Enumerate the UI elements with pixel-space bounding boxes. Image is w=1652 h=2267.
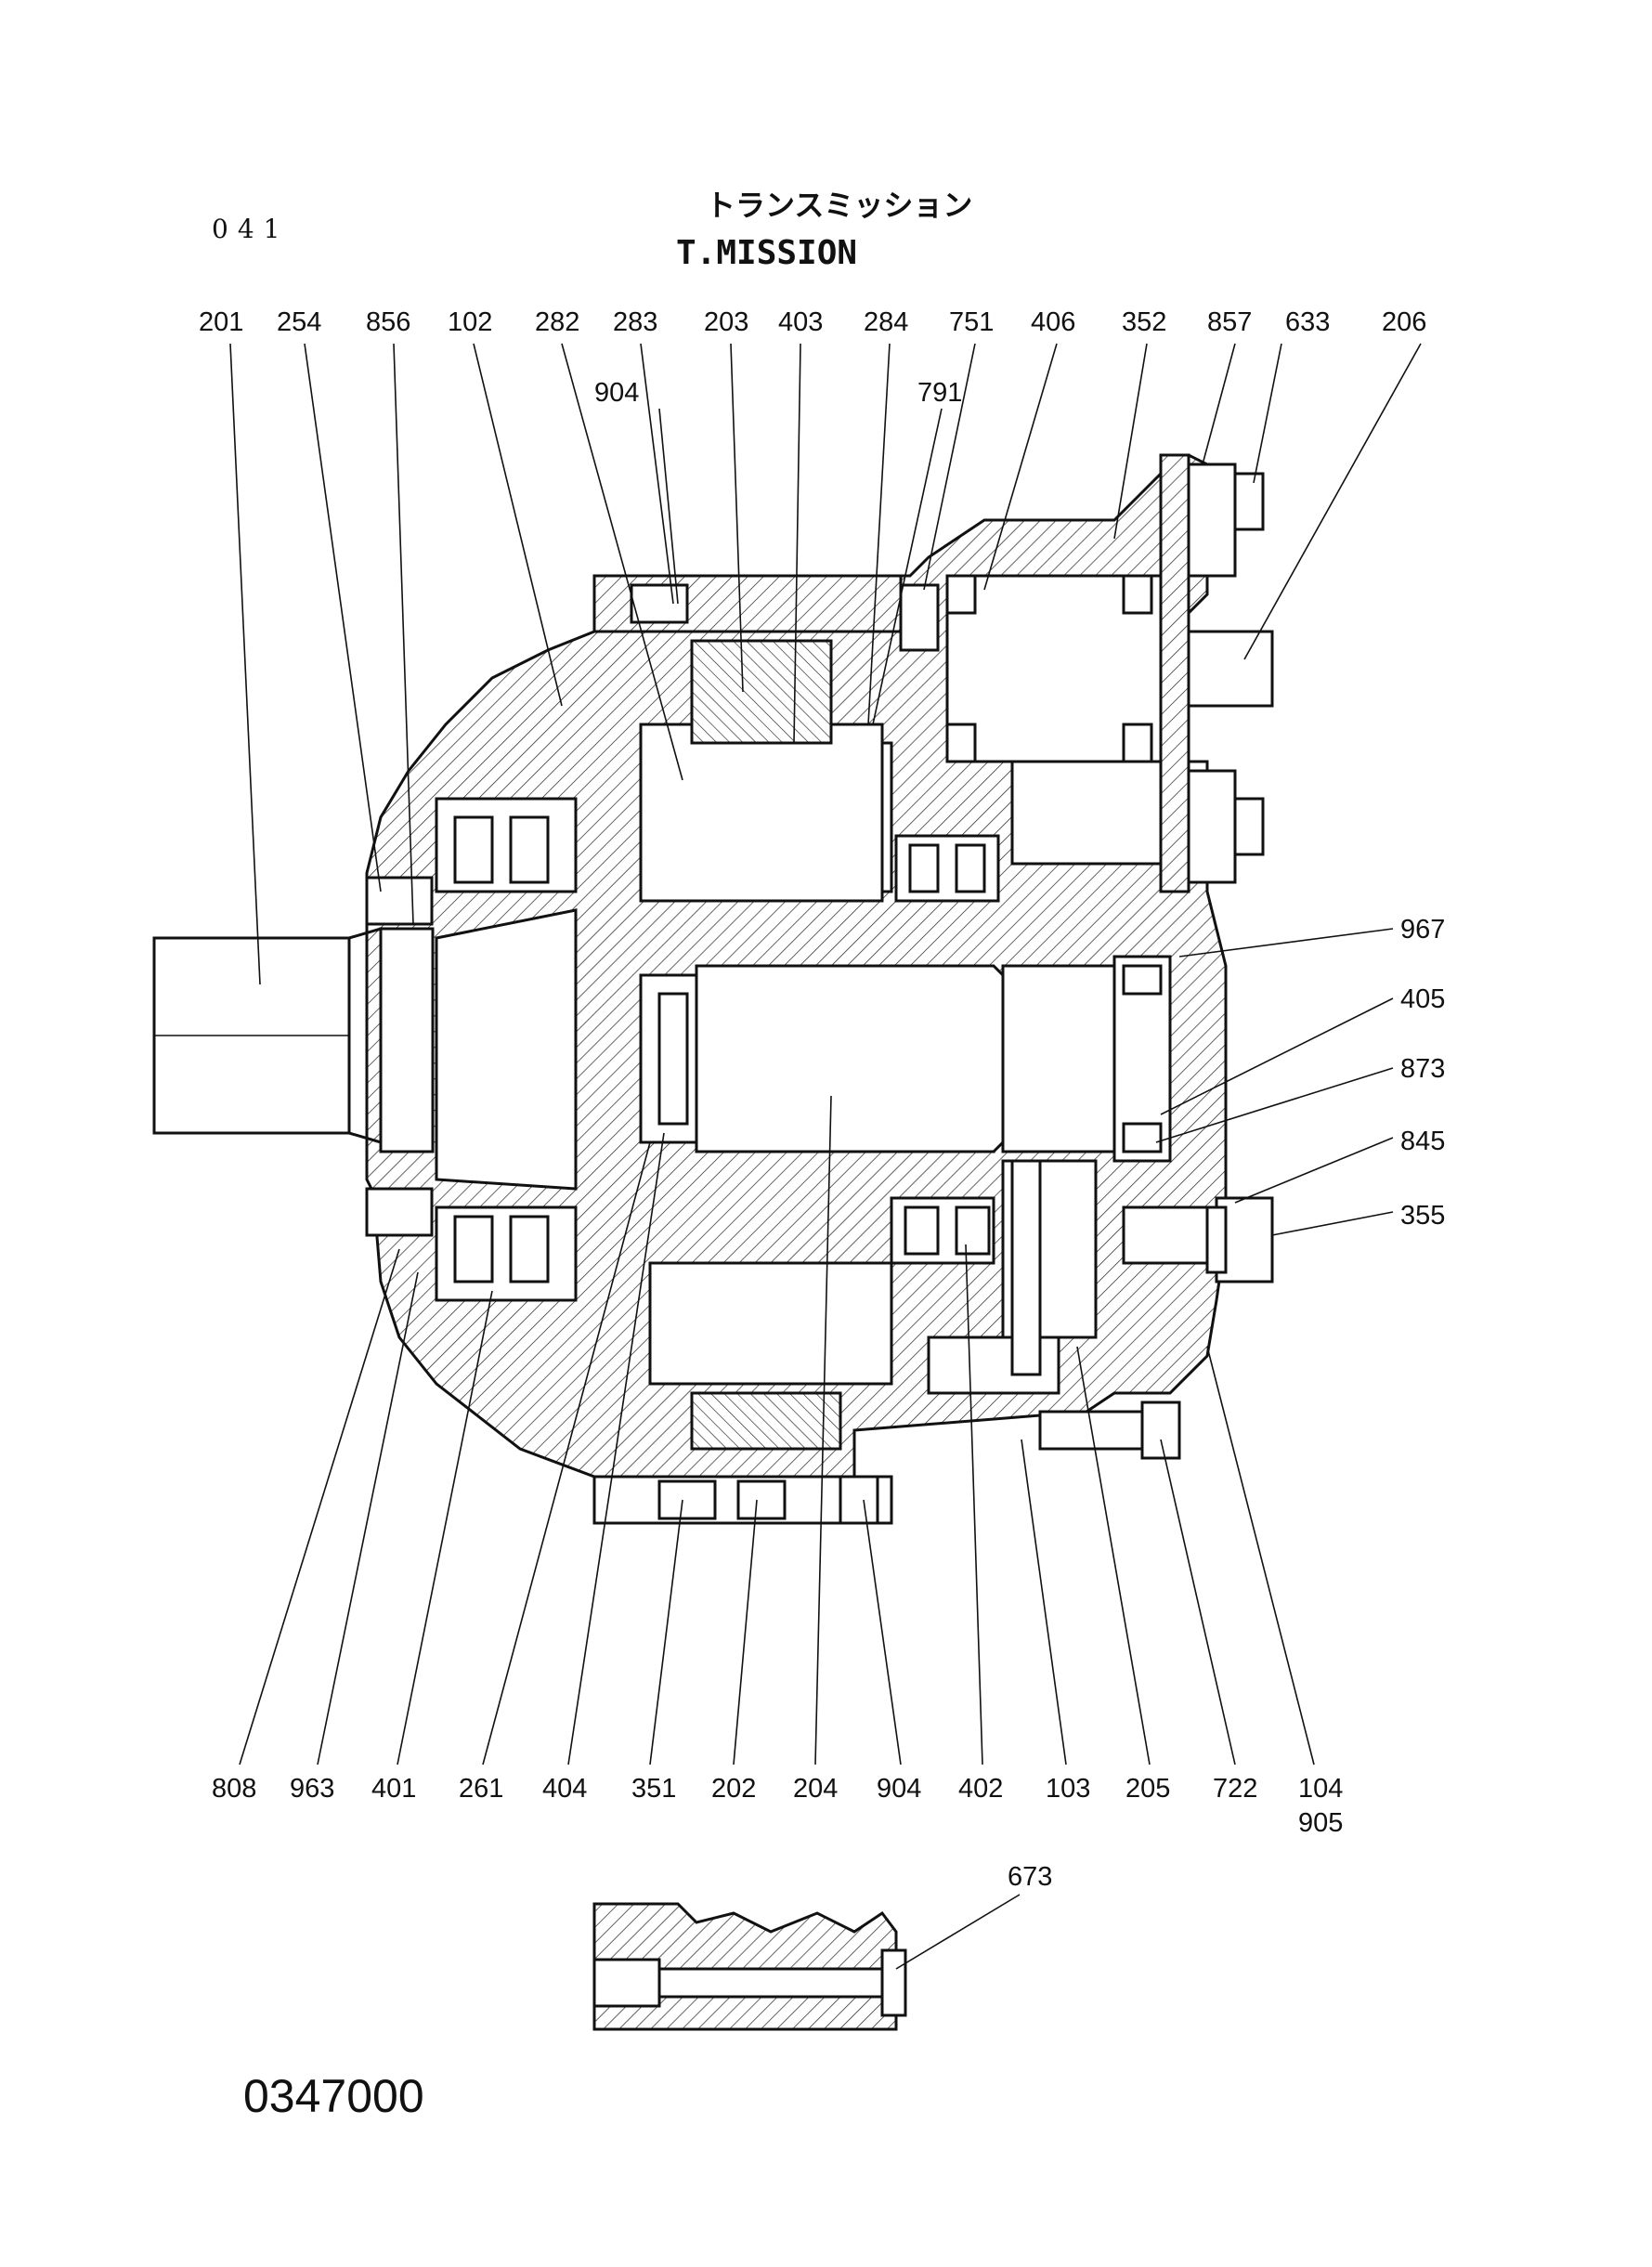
drawing-number: 0347000	[243, 2070, 424, 2122]
callout-904-top: 904	[594, 378, 639, 408]
callout-355: 355	[1400, 1201, 1445, 1231]
callout-352: 352	[1122, 307, 1166, 337]
callout-406: 406	[1031, 307, 1075, 337]
callout-351: 351	[631, 1774, 676, 1804]
callout-967: 967	[1400, 915, 1445, 945]
callout-102: 102	[448, 307, 492, 337]
callout-963: 963	[290, 1774, 334, 1804]
lower-bearing	[890, 1159, 1274, 1376]
callout-401: 401	[371, 1774, 416, 1804]
bearing-left	[435, 797, 578, 1302]
callout-405: 405	[1400, 984, 1445, 1014]
callout-206: 206	[1382, 307, 1426, 337]
callout-201: 201	[199, 307, 243, 337]
callout-204: 204	[793, 1774, 838, 1804]
callout-856: 856	[366, 307, 410, 337]
output-flange	[152, 876, 435, 1237]
callout-904-bottom: 904	[877, 1774, 921, 1804]
callout-722: 722	[1213, 1774, 1257, 1804]
callout-261: 261	[459, 1774, 503, 1804]
callout-283: 283	[613, 307, 657, 337]
callout-633: 633	[1285, 307, 1330, 337]
callout-857: 857	[1207, 307, 1252, 337]
callout-905: 905	[1298, 1808, 1343, 1838]
callout-873: 873	[1400, 1054, 1445, 1084]
callout-402: 402	[958, 1774, 1003, 1804]
title-english: T.MISSION	[676, 234, 858, 272]
callouts-bottom: 808 963 401 261 404 351 202 204 904 402 …	[212, 1774, 1343, 1892]
callout-284: 284	[864, 307, 908, 337]
main-shaft	[639, 955, 1172, 1163]
callout-202: 202	[711, 1774, 756, 1804]
callout-845: 845	[1400, 1127, 1445, 1156]
callout-403: 403	[778, 307, 823, 337]
bottom-cover	[592, 1391, 1181, 1525]
callout-673: 673	[1008, 1862, 1052, 1892]
callout-404: 404	[542, 1774, 587, 1804]
callout-254: 254	[277, 307, 321, 337]
callouts-top: 201 254 856 102 282 283 203 403 284 751 …	[199, 307, 1426, 408]
callout-751: 751	[949, 307, 994, 337]
callout-791: 791	[917, 378, 962, 408]
detail-view-673	[592, 1902, 907, 2031]
callouts-right: 967 405 873 845 355	[1400, 915, 1445, 1231]
callout-205: 205	[1125, 1774, 1170, 1804]
leader-lines	[229, 343, 1422, 1970]
callout-103: 103	[1046, 1774, 1090, 1804]
upper-shaft	[639, 639, 1000, 903]
callout-282: 282	[535, 307, 579, 337]
title-japanese: トランスミッション	[706, 188, 973, 223]
page-number: 041	[212, 214, 290, 244]
callout-203: 203	[704, 307, 748, 337]
right-flange	[1159, 453, 1265, 893]
callout-104: 104	[1298, 1774, 1343, 1804]
callout-808: 808	[212, 1774, 256, 1804]
